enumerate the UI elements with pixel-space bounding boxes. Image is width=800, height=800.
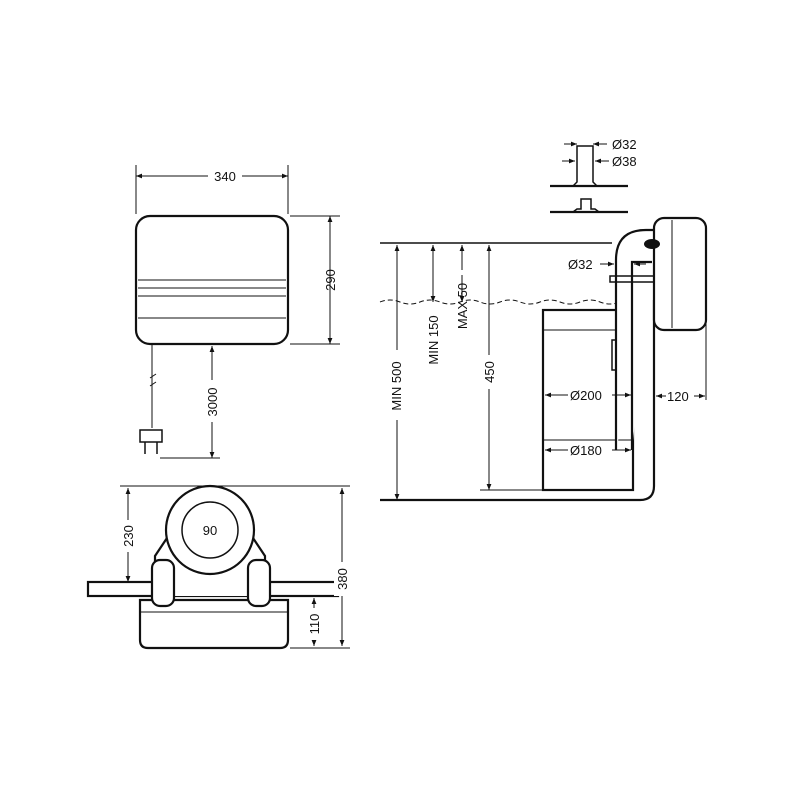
cable-length-label: 3000 [205, 388, 220, 417]
power-cable [149, 344, 157, 428]
min-depth-label: MIN 500 [389, 361, 404, 410]
height-lower-label: 110 [307, 614, 322, 635]
inner-diameter-label: Ø32 [612, 137, 637, 152]
pipe-diameter-label: Ø32 [568, 257, 593, 272]
width-label: 340 [214, 169, 236, 184]
base [138, 598, 290, 650]
height-label: 450 [482, 361, 497, 383]
water-level [379, 299, 621, 305]
pump-unit [652, 216, 708, 332]
wall-offset-label: 120 [667, 389, 689, 404]
outer-diameter-label: Ø200 [570, 388, 602, 403]
nozzle-label: 90 [203, 523, 217, 538]
outer-diameter-label: Ø38 [612, 154, 637, 169]
max-level-label: MAX 50 [455, 283, 470, 329]
height-label: 290 [323, 269, 338, 291]
side-view: Ø32 MIN 500 MIN 150 MAX 50 450 Ø200 Ø180… [379, 216, 708, 502]
min-level-label: MIN 150 [426, 315, 441, 364]
top-view: 90 230 380 110 [86, 484, 350, 650]
pipe-detail: Ø32 Ø38 [550, 137, 637, 214]
plug-icon [139, 429, 163, 454]
front-view: 340 290 3000 [134, 165, 340, 459]
height-total-label: 380 [335, 568, 350, 590]
inner-diameter-label: Ø180 [570, 443, 602, 458]
height-upper-label: 230 [121, 525, 136, 547]
